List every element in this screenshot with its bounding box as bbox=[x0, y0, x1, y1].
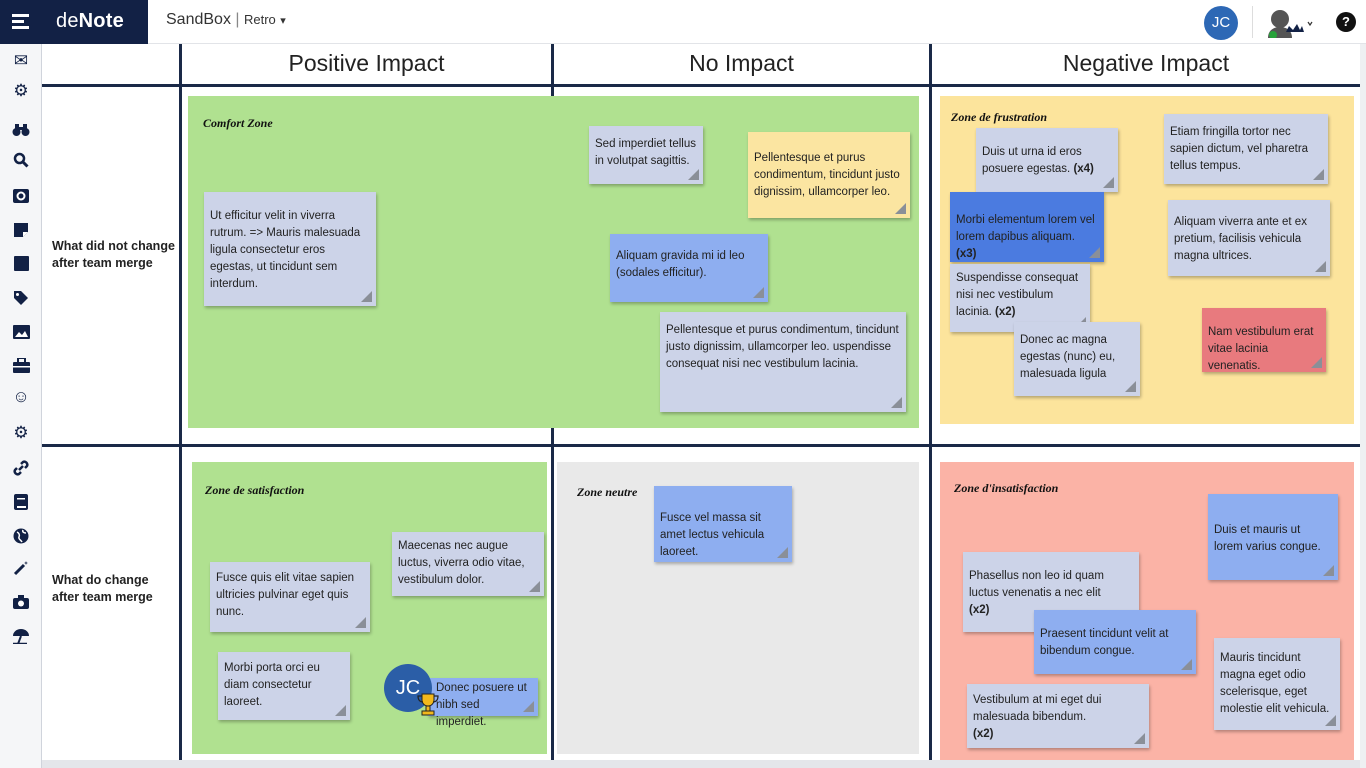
beach-umbrella-icon[interactable] bbox=[0, 620, 42, 650]
search-icon[interactable] bbox=[0, 144, 42, 174]
note-text: Duis ut urna id eros posuere egestas. bbox=[982, 146, 1082, 175]
note-text: Phasellus non leo id quam luctus venenat… bbox=[969, 570, 1104, 599]
cogs-icon[interactable]: ⚙ bbox=[13, 423, 29, 442]
zone-label: Zone de frustration bbox=[951, 110, 1048, 124]
note-text: Morbi elementum lorem vel lorem dapibus … bbox=[956, 214, 1095, 243]
sticky-note[interactable]: Praesent tincidunt velit at bibendum con… bbox=[1034, 610, 1196, 674]
vertical-scrollbar[interactable] bbox=[1360, 44, 1366, 768]
zone-label: Comfort Zone bbox=[203, 116, 273, 130]
menu-icon bbox=[12, 14, 29, 29]
sticky-note[interactable]: Maecenas nec augue luctus, viverra odio … bbox=[392, 532, 544, 596]
note-text: Suspendisse consequat nisi nec vestibulu… bbox=[956, 272, 1079, 318]
logo-bold: Note bbox=[78, 10, 124, 32]
sticky-note[interactable]: Donec ac magna egestas (nunc) eu, malesu… bbox=[1014, 322, 1140, 396]
magic-wand-icon[interactable] bbox=[0, 552, 42, 582]
sticky-note[interactable]: Etiam fringilla tortor nec sapien dictum… bbox=[1164, 114, 1328, 184]
sticky-note[interactable]: Nam vestibulum erat vitae lacinia venena… bbox=[1202, 308, 1326, 372]
tag-icon[interactable] bbox=[0, 282, 42, 312]
sticky-note[interactable]: Morbi porta orci eu diam consectetur lao… bbox=[218, 652, 350, 720]
sticky-note[interactable]: Duis ut urna id eros posuere egestas. (x… bbox=[976, 128, 1118, 192]
grid-line bbox=[179, 44, 182, 760]
vote-count: (x2) bbox=[973, 728, 994, 740]
retro-board: Positive Impact No Impact Negative Impac… bbox=[42, 44, 1360, 768]
grid-line bbox=[42, 444, 1360, 447]
sticky-note[interactable]: Aliquam viverra ante et ex pretium, faci… bbox=[1168, 200, 1330, 276]
chevron-down-icon: ▾ bbox=[280, 15, 286, 27]
app-menu-button[interactable] bbox=[0, 0, 42, 44]
logo-prefix: de bbox=[56, 10, 79, 32]
smiley-icon[interactable]: ☺ bbox=[12, 387, 30, 406]
project-selector[interactable]: SandBox | Retro ▾ bbox=[166, 11, 286, 29]
row-label-change: What do change after team merge bbox=[52, 573, 153, 604]
sticky-note[interactable]: Ut efficitur velit in viverra rutrum. =>… bbox=[204, 192, 376, 306]
camera-icon[interactable] bbox=[0, 586, 42, 616]
sticky-note[interactable]: Suspendisse consequat nisi nec vestibulu… bbox=[950, 264, 1090, 332]
sticky-note[interactable]: Pellentesque et purus condimentum, tinci… bbox=[748, 132, 910, 218]
column-header-none: No Impact bbox=[689, 50, 794, 76]
outlook-icon[interactable] bbox=[0, 180, 42, 210]
briefcase-icon[interactable] bbox=[0, 350, 42, 380]
project-separator: | bbox=[230, 11, 244, 28]
grid-line bbox=[42, 84, 1360, 87]
sticky-note[interactable]: Donec posuere ut nibh sed imperdiet. bbox=[428, 678, 538, 728]
sticky-note[interactable]: Pellentesque et purus condimentum, tinci… bbox=[660, 312, 906, 412]
app-logo[interactable]: deNote bbox=[42, 0, 148, 44]
vote-count: (x4) bbox=[1073, 163, 1094, 175]
row-label-no-change: What did not change after team merge bbox=[52, 239, 175, 270]
top-bar: deNote SandBox | Retro ▾ JC ? bbox=[42, 0, 1366, 44]
voter-avatar[interactable]: JC bbox=[384, 664, 432, 712]
zone-label: Zone neutre bbox=[577, 485, 638, 499]
zone-label: Zone de satisfaction bbox=[205, 483, 305, 497]
sticky-note[interactable]: Vestibulum at mi eget dui malesuada bibe… bbox=[967, 684, 1149, 748]
vote-count: (x3) bbox=[956, 248, 977, 260]
square-icon[interactable] bbox=[0, 248, 42, 278]
sticky-note[interactable]: Aliquam gravida mi id leo (sodales effic… bbox=[610, 234, 768, 302]
sticky-note[interactable]: Fusce quis elit vitae sapien ultricies p… bbox=[210, 562, 370, 632]
link-icon[interactable] bbox=[0, 452, 42, 482]
vote-count: (x2) bbox=[969, 604, 990, 616]
book-icon[interactable] bbox=[0, 486, 42, 516]
sticky-note[interactable]: Morbi elementum lorem vel lorem dapibus … bbox=[950, 192, 1104, 262]
project-name: SandBox bbox=[166, 11, 231, 28]
sidebar: ✉ ⚙ ☺ ⚙ bbox=[0, 0, 42, 768]
sticky-note[interactable]: Mauris tincidunt magna eget odio sceleri… bbox=[1214, 638, 1340, 730]
help-icon[interactable]: ? bbox=[1336, 12, 1356, 32]
vote-count: (x2) bbox=[995, 306, 1016, 318]
grid-line bbox=[929, 44, 932, 760]
board-type: Retro bbox=[243, 12, 276, 27]
column-header-positive: Positive Impact bbox=[288, 50, 445, 76]
column-header-negative: Negative Impact bbox=[1062, 50, 1230, 76]
mail-icon[interactable]: ✉ bbox=[13, 51, 29, 70]
sticky-note-icon[interactable] bbox=[0, 214, 42, 244]
gear-icon[interactable]: ⚙ bbox=[13, 81, 29, 100]
sticky-note[interactable]: Duis et mauris ut lorem varius congue. bbox=[1208, 494, 1338, 580]
globe-icon[interactable] bbox=[0, 520, 42, 550]
zone-label: Zone d'insatisfaction bbox=[954, 481, 1059, 495]
user-king-icon[interactable] bbox=[1266, 8, 1316, 39]
divider bbox=[1252, 6, 1253, 38]
sticky-note[interactable]: Fusce vel massa sit amet lectus vehicula… bbox=[654, 486, 792, 562]
note-text: Vestibulum at mi eget dui malesuada bibe… bbox=[973, 694, 1102, 723]
user-avatar[interactable]: JC bbox=[1204, 6, 1238, 40]
image-icon[interactable] bbox=[0, 316, 42, 346]
horizontal-scrollbar[interactable] bbox=[42, 760, 1360, 768]
binoculars-icon[interactable] bbox=[0, 114, 42, 144]
sticky-note[interactable]: Sed imperdiet tellus in volutpat sagitti… bbox=[589, 126, 703, 184]
trophy-icon bbox=[416, 692, 440, 721]
